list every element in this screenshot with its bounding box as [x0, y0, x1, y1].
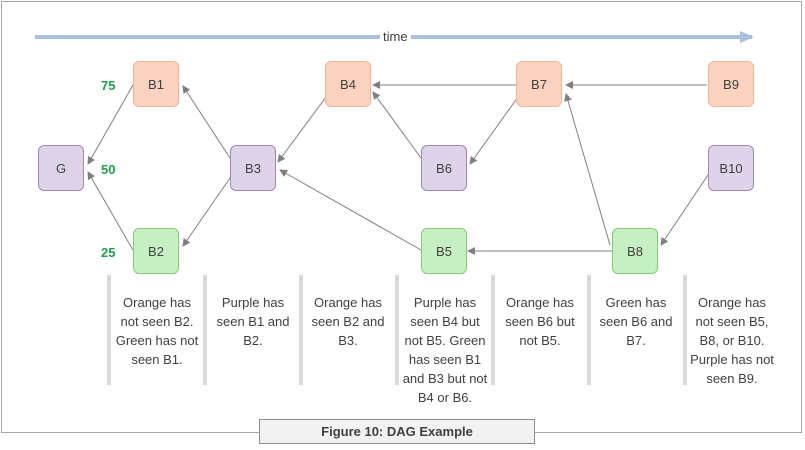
column-separator — [299, 275, 303, 385]
edge-b10-b8 — [660, 171, 711, 246]
edge-b3-b1 — [182, 85, 231, 159]
node-b7: B7 — [516, 61, 562, 107]
edge-b7-b6 — [469, 96, 519, 165]
node-b10: B10 — [708, 145, 754, 191]
edge-b3-b2 — [182, 177, 231, 247]
time-label: time — [380, 29, 411, 44]
note-3: Orange has seen B2 and B3. — [311, 295, 385, 348]
edge-b8-b7 — [564, 93, 611, 246]
node-b6: B6 — [421, 145, 467, 191]
note-1: Orange has not seen B2. Green has not se… — [115, 295, 199, 367]
weight-75-label: 75 — [101, 78, 116, 93]
node-b3: B3 — [230, 145, 276, 191]
note-6: Green has seen B6 and B7. — [599, 295, 673, 348]
edge-b1-g — [87, 84, 134, 165]
edge-b2-g — [87, 171, 134, 251]
column-separator — [491, 275, 495, 385]
figure-caption: Figure 10: DAG Example — [259, 419, 535, 444]
edge-b6-b4 — [372, 91, 422, 159]
column-separator — [203, 275, 207, 385]
node-b5: B5 — [421, 228, 467, 274]
weight-50-label: 50 — [101, 162, 116, 177]
weight-25-label: 25 — [101, 245, 116, 260]
node-b8: B8 — [612, 228, 658, 274]
node-b2: B2 — [133, 228, 179, 274]
node-b9: B9 — [708, 61, 754, 107]
edge-b4-b3 — [277, 96, 327, 163]
column-separator — [107, 275, 111, 385]
note-2: Purple has seen B1 and B2. — [216, 295, 290, 348]
node-g: G — [38, 145, 84, 191]
column-separator — [683, 275, 687, 385]
column-separator — [395, 275, 399, 385]
note-5: Orange has seen B6 but not B5. — [505, 295, 575, 348]
note-7: Orange has not seen B5, B8, or B10. Purp… — [690, 295, 774, 386]
edge-b5-b3 — [279, 169, 422, 251]
column-separator — [587, 275, 591, 385]
node-b4: B4 — [325, 61, 371, 107]
node-b1: B1 — [133, 61, 179, 107]
note-4: Purple has seen B4 but not B5. Green has… — [402, 295, 488, 405]
